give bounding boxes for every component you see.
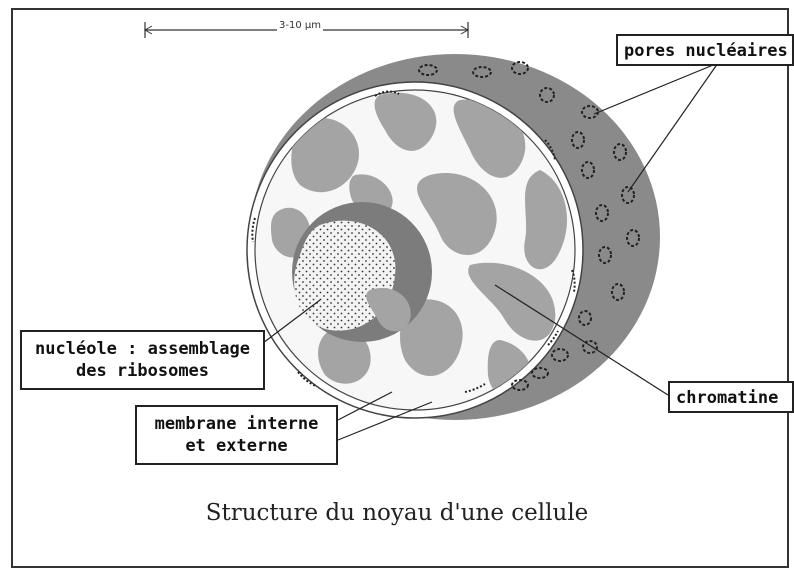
label-membrane-line2: et externe — [137, 435, 336, 457]
label-nucleole: nucléole : assemblage des ribosomes — [20, 330, 265, 390]
label-nucleole-line1: nucléole : assemblage — [22, 338, 263, 360]
label-pores-nucleaires: pores nucléaires — [616, 34, 794, 66]
label-chromatine-text: chromatine — [676, 388, 778, 408]
scale-label: 3-10 µm — [277, 20, 323, 31]
label-pores-text: pores nucléaires — [624, 41, 788, 61]
label-membrane-line1: membrane interne — [137, 413, 336, 435]
nucleus-diagram — [0, 0, 794, 531]
label-nucleole-line2: des ribosomes — [22, 360, 263, 382]
label-membrane: membrane interne et externe — [135, 405, 338, 465]
label-chromatine: chromatine — [668, 381, 794, 413]
figure-caption: Structure du noyau d'une cellule — [0, 500, 794, 526]
nucleolus — [292, 202, 432, 342]
